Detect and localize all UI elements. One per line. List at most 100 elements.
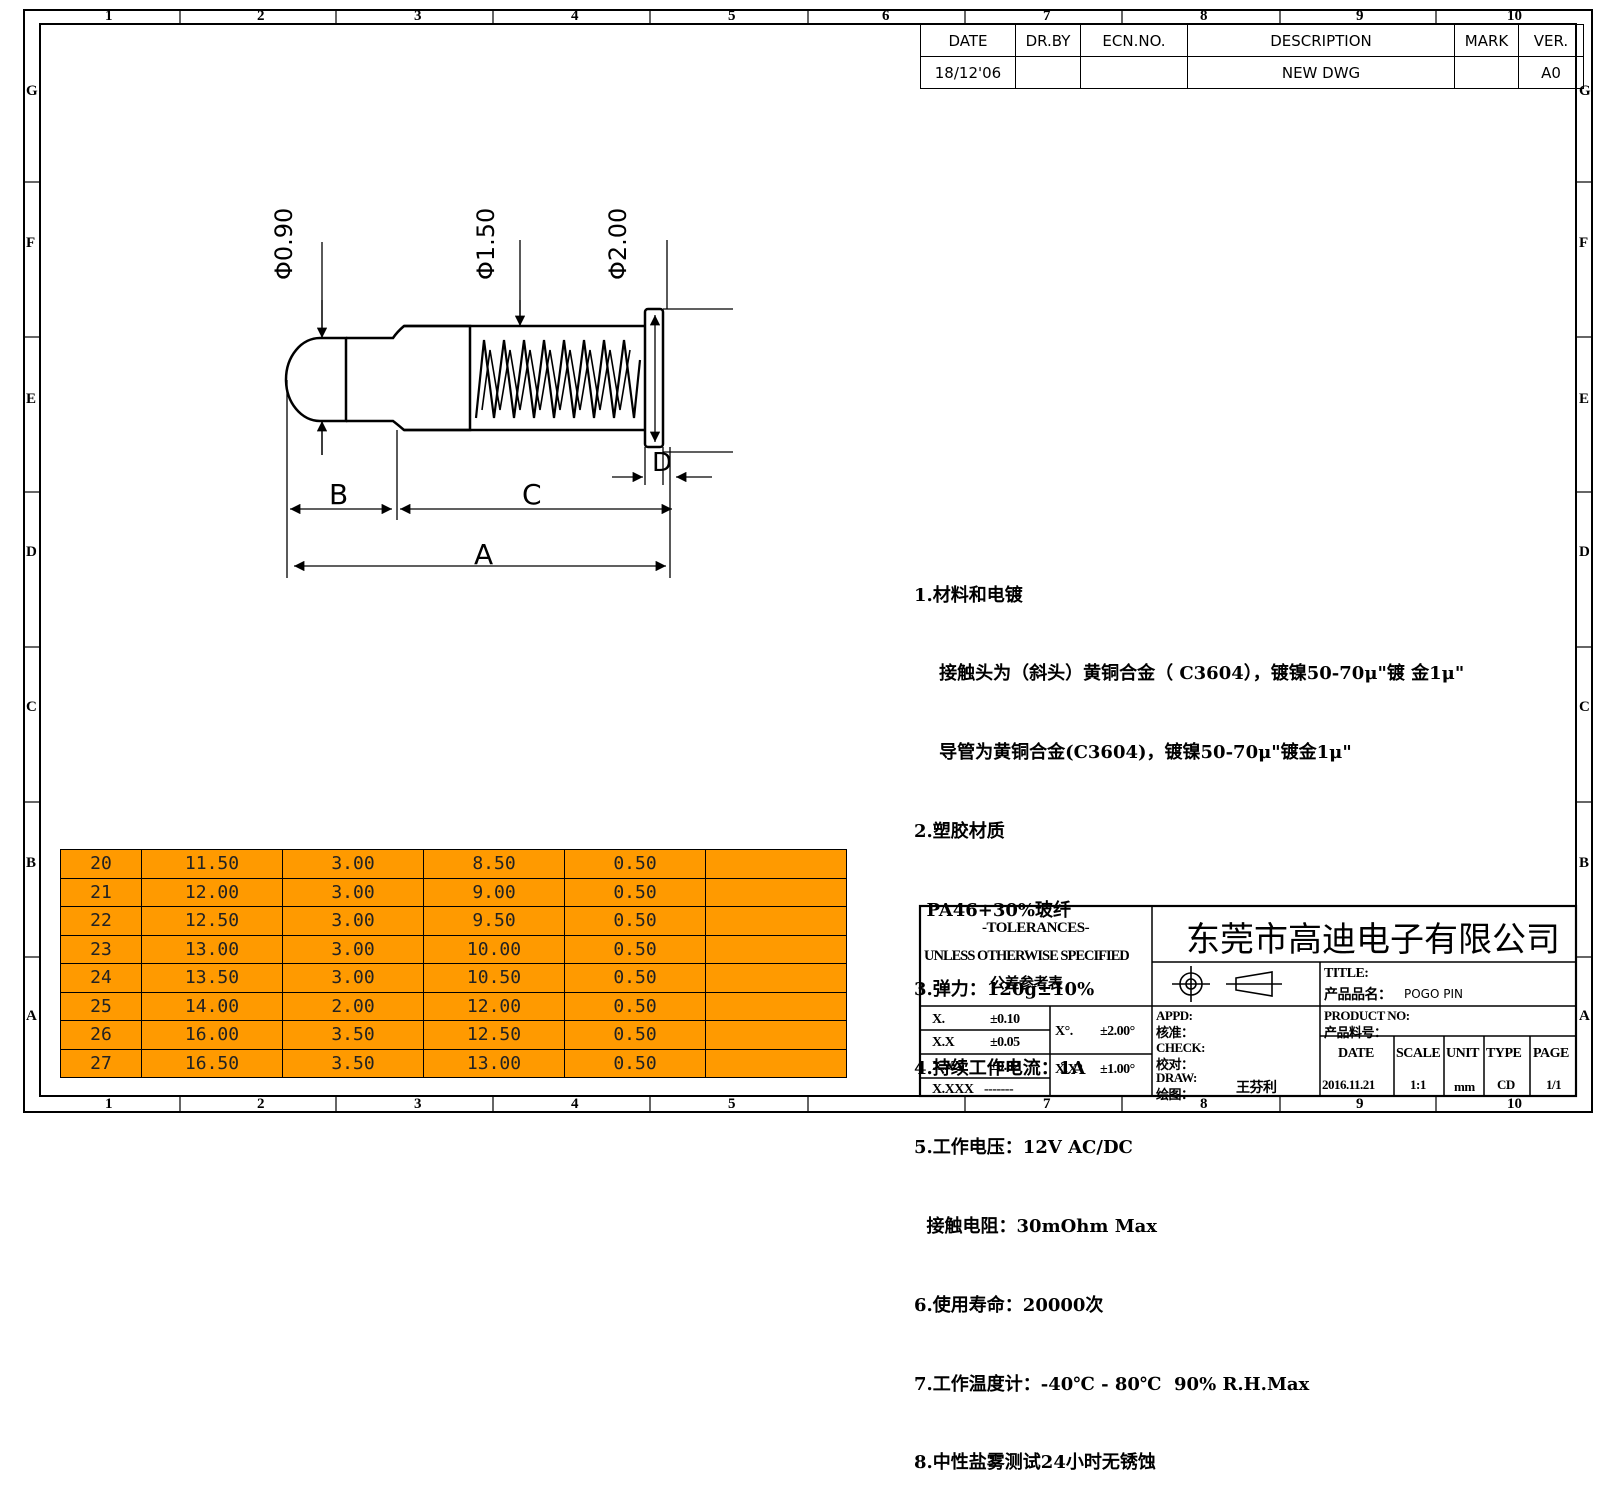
- table-cell: 12.50: [141, 906, 283, 936]
- rev-description: NEW DWG: [1187, 56, 1455, 89]
- table-cell: 10.00: [423, 934, 565, 964]
- rev-date: 18/12'06: [920, 56, 1016, 89]
- note-line: 导管为黄铜合金(C3604)，镀镍50-70μ"镀金1μ": [914, 742, 1352, 764]
- zone-row-E-right: E: [1579, 391, 1590, 407]
- zone-col-4: 4: [571, 8, 579, 24]
- zone-row-C-right: C: [1579, 699, 1590, 715]
- zone-col-8: 8: [1200, 8, 1208, 24]
- rev-header-drby: DR.BY: [1015, 24, 1081, 57]
- rev-ecn: [1080, 56, 1188, 89]
- zone-col-5: 5: [728, 8, 736, 24]
- note-line: 1.材料和电镀: [914, 584, 1023, 606]
- zone-col-5-bottom: 5: [728, 1096, 736, 1112]
- product-no-label: PRODUCT NO:: [1324, 1008, 1410, 1023]
- table-row: 21 12.00 3.00 9.00 0.50: [60, 877, 847, 907]
- plunger-neck: [346, 324, 472, 432]
- table-row: 26 16.00 3.50 12.50 0.50: [60, 1020, 847, 1050]
- pogo-pin-drawing: [284, 240, 733, 578]
- tolerance-reference: 公差参考表: [990, 976, 1063, 992]
- tol-xx-label: X.X: [932, 1035, 955, 1050]
- zone-col-9-bottom: 9: [1356, 1096, 1364, 1112]
- table-cell: 0.50: [564, 991, 706, 1021]
- barrel: [404, 324, 645, 432]
- draw-cn: 绘图：: [1156, 1087, 1194, 1102]
- tol-xxx-value: ±0.02: [990, 1059, 1020, 1074]
- table-cell: 3.00: [282, 877, 424, 907]
- col-page: PAGE: [1533, 1046, 1569, 1061]
- table-cell: [705, 991, 847, 1021]
- val-page: 1/1: [1546, 1077, 1562, 1092]
- appd-label: APPD:: [1156, 1008, 1193, 1023]
- note-line: 3.弹力：120g±10%: [914, 979, 1095, 1001]
- zone-col-4-bottom: 4: [571, 1096, 579, 1112]
- table-cell: 13.00: [423, 1048, 565, 1078]
- tol-xx-value: ±0.05: [990, 1035, 1020, 1050]
- drawer-name: 王芬利: [1236, 1081, 1277, 1096]
- check-cn: 校对：: [1156, 1057, 1194, 1072]
- table-cell: [705, 1048, 847, 1078]
- projection-symbol-icon: [1172, 966, 1282, 1002]
- zone-col-6: 6: [882, 8, 890, 24]
- zone-row-G-right: G: [1579, 83, 1591, 99]
- tol-xxxx-label: X.XXX: [932, 1082, 974, 1097]
- tol-x-label: X.: [932, 1012, 945, 1027]
- angle-xx-label: X.X°: [1055, 1062, 1083, 1077]
- zone-col-7-bottom: 7: [1043, 1096, 1051, 1112]
- col-type: TYPE: [1486, 1046, 1522, 1061]
- product-name-label: 产品品名：: [1324, 988, 1392, 1003]
- val-unit: mm: [1454, 1079, 1475, 1094]
- zone-col-2-bottom: 2: [257, 1096, 265, 1112]
- zone-row-D-right: D: [1579, 544, 1590, 560]
- angle-xx-value: ±1.00°: [1100, 1062, 1135, 1077]
- zone-row-B: B: [26, 855, 37, 871]
- table-cell: 16.50: [141, 1048, 283, 1078]
- rev-ver: A0: [1518, 56, 1584, 89]
- zone-col-3: 3: [414, 8, 422, 24]
- table-cell: 0.50: [564, 849, 706, 879]
- product-no-cn: 产品料号：: [1324, 1025, 1387, 1040]
- table-row: 23 13.00 3.00 10.00 0.50: [60, 934, 847, 964]
- table-cell: 27: [60, 1048, 142, 1078]
- company-name: 东莞市高迪电子有限公司: [1186, 920, 1560, 960]
- table-cell: 12.00: [423, 991, 565, 1021]
- zone-row-B-right: B: [1579, 855, 1590, 871]
- table-cell: 0.50: [564, 934, 706, 964]
- table-cell: [705, 906, 847, 936]
- note-line: 4.持续工作电流：1A: [914, 1057, 1086, 1079]
- drawing-frame: [23, 9, 1593, 1113]
- zone-row-C: C: [26, 699, 37, 715]
- spring: [474, 339, 642, 419]
- zone-col-7: 7: [1043, 8, 1051, 24]
- tol-x-value: ±0.10: [990, 1012, 1020, 1027]
- table-cell: 3.00: [282, 934, 424, 964]
- col-scale: SCALE: [1396, 1046, 1441, 1061]
- zone-row-F-right: F: [1579, 235, 1589, 251]
- angle-x-value: ±2.00°: [1100, 1024, 1135, 1039]
- dim-label-A: A: [474, 538, 494, 571]
- table-cell: 20: [60, 849, 142, 879]
- note-line: 8.中性盐雾测试24小时无锈蚀: [914, 1452, 1156, 1474]
- zone-col-8-bottom: 8: [1200, 1096, 1208, 1112]
- val-type: CD: [1497, 1077, 1515, 1092]
- val-scale: 1:1: [1410, 1077, 1426, 1092]
- unless-specified: UNLESS OTHERWISE SPECIFIED: [924, 948, 1130, 964]
- table-cell: [705, 934, 847, 964]
- note-line: 2.塑胶材质: [914, 821, 1005, 843]
- table-row: 25 14.00 2.00 12.00 0.50: [60, 991, 847, 1021]
- zone-col-10: 10: [1507, 8, 1522, 24]
- dim-label-C: C: [522, 478, 542, 511]
- appd-cn: 核准：: [1156, 1025, 1194, 1040]
- dim-label-D: D: [652, 448, 673, 478]
- table-cell: 11.50: [141, 849, 283, 879]
- col-unit: UNIT: [1446, 1046, 1480, 1061]
- col-date: DATE: [1338, 1046, 1374, 1061]
- zone-col-1: 1: [105, 8, 113, 24]
- rev-header-description: DESCRIPTION: [1187, 24, 1455, 57]
- zone-row-A: A: [26, 1008, 37, 1024]
- table-cell: 2.00: [282, 991, 424, 1021]
- note-line: 接触头为（斜头）黄铜合金（ C3604），镀镍50-70μ"镀 金1μ": [914, 663, 1465, 685]
- rev-header-ecn: ECN.NO.: [1080, 24, 1188, 57]
- table-row: 27 16.50 3.50 13.00 0.50: [60, 1048, 847, 1078]
- note-line: 接触电阻：30mOhm Max: [914, 1215, 1158, 1237]
- table-cell: 3.00: [282, 963, 424, 993]
